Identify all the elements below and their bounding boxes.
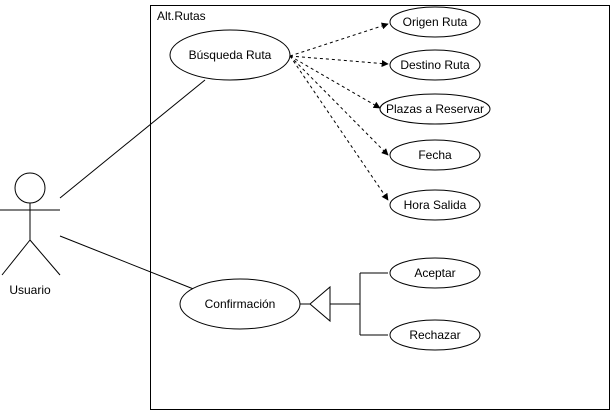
use-case-confirmacion[interactable]: Confirmación bbox=[179, 278, 301, 330]
use-case-fecha[interactable]: Fecha bbox=[389, 139, 481, 171]
association-confirmacion bbox=[59, 235, 197, 291]
use-case-busqueda-ruta[interactable]: Búsqueda Ruta bbox=[169, 29, 291, 81]
actor-right-leg bbox=[29, 239, 61, 276]
include-hora bbox=[289, 55, 389, 201]
use-case-label: Búsqueda Ruta bbox=[189, 48, 272, 62]
system-title: Alt.Rutas bbox=[157, 9, 206, 23]
generalization-triangle bbox=[309, 285, 331, 323]
association-busqueda bbox=[59, 79, 206, 199]
include-destino bbox=[289, 55, 389, 67]
use-case-label: Fecha bbox=[418, 148, 452, 162]
use-case-label: Hora Salida bbox=[404, 198, 467, 212]
include-origen bbox=[289, 22, 389, 57]
actor-head bbox=[14, 172, 46, 204]
use-case-label: Aceptar bbox=[414, 266, 455, 280]
use-case-label: Confirmación bbox=[205, 297, 276, 311]
include-plazas bbox=[289, 55, 381, 109]
include-relations bbox=[289, 22, 389, 201]
use-case-aceptar[interactable]: Aceptar bbox=[389, 257, 481, 289]
include-fecha bbox=[289, 55, 389, 156]
use-case-label: Rechazar bbox=[409, 328, 460, 342]
use-case-label: Destino Ruta bbox=[400, 58, 470, 72]
actor-left-leg bbox=[1, 239, 31, 276]
use-case-destino-ruta[interactable]: Destino Ruta bbox=[389, 49, 481, 81]
use-case-hora-salida[interactable]: Hora Salida bbox=[389, 189, 481, 221]
use-case-label: Origen Ruta bbox=[403, 15, 468, 29]
use-case-label: Plazas a Reservar bbox=[386, 102, 484, 116]
system-boundary bbox=[150, 5, 610, 410]
use-case-origen-ruta[interactable]: Origen Ruta bbox=[389, 6, 481, 38]
use-case-plazas-a-reservar[interactable]: Plazas a Reservar bbox=[379, 93, 491, 125]
use-case-rechazar[interactable]: Rechazar bbox=[389, 319, 481, 351]
actor-label: Usuario bbox=[9, 283, 51, 297]
generalization bbox=[300, 272, 388, 336]
actor-usuario bbox=[0, 172, 61, 276]
